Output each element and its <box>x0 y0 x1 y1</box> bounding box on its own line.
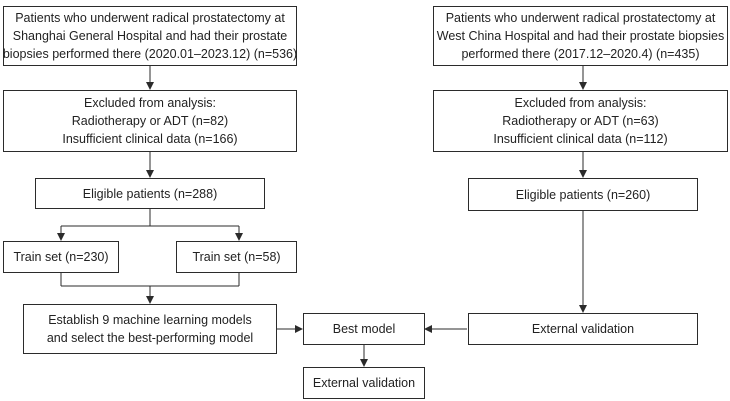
right-eligible-box: Eligible patients (n=260) <box>468 178 698 211</box>
train-set-a-label: Train set (n=230) <box>13 250 109 264</box>
right-excluded-line-1: Excluded from analysis: <box>514 96 647 110</box>
train-set-b-label: Train set (n=58) <box>192 250 281 264</box>
left-source-line-3: biopsies performed there (2020.01–2023.1… <box>2 47 298 61</box>
center-external-validation-box: External validation <box>303 367 425 399</box>
right-external-validation-label: External validation <box>531 322 635 336</box>
right-excluded-line-3: Insufficient clinical data (n=112) <box>493 132 668 146</box>
left-eligible-label: Eligible patients (n=288) <box>82 186 218 201</box>
left-eligible-box: Eligible patients (n=288) <box>35 178 265 209</box>
right-excluded-line-2: Radiotherapy or ADT (n=63) <box>502 114 659 128</box>
left-excluded-box: Excluded from analysis: Radiotherapy or … <box>3 90 297 152</box>
models-box: Establish 9 machine learning models and … <box>23 304 277 354</box>
right-excluded-box: Excluded from analysis: Radiotherapy or … <box>433 90 728 152</box>
center-external-validation-label: External validation <box>312 376 416 390</box>
left-excluded-line-3: Insufficient clinical data (n=166) <box>62 132 238 146</box>
models-line-1: Establish 9 machine learning models <box>48 313 252 327</box>
left-excluded-line-1: Excluded from analysis: <box>83 96 216 110</box>
left-excluded-line-2: Radiotherapy or ADT (n=82) <box>71 114 229 128</box>
left-source-line-2: Shanghai General Hospital and had their … <box>12 29 288 43</box>
best-model-label: Best model <box>332 322 396 336</box>
train-set-a-box: Train set (n=230) <box>3 241 119 273</box>
right-external-validation-box: External validation <box>468 313 698 345</box>
right-source-line-2: West China Hospital and had their prosta… <box>436 29 725 43</box>
right-source-cohort-box: Patients who underwent radical prostatec… <box>433 6 728 66</box>
models-line-2: and select the best-performing model <box>46 331 254 345</box>
left-source-line-1: Patients who underwent radical prostatec… <box>15 11 285 25</box>
left-source-cohort-box: Patients who underwent radical prostatec… <box>3 6 297 66</box>
train-set-b-box: Train set (n=58) <box>176 241 297 273</box>
best-model-box: Best model <box>303 313 425 345</box>
right-source-line-3: performed there (2017.12–2020.4) (n=435) <box>461 47 700 61</box>
right-source-line-1: Patients who underwent radical prostatec… <box>445 11 716 25</box>
right-eligible-label: Eligible patients (n=260) <box>515 187 651 202</box>
